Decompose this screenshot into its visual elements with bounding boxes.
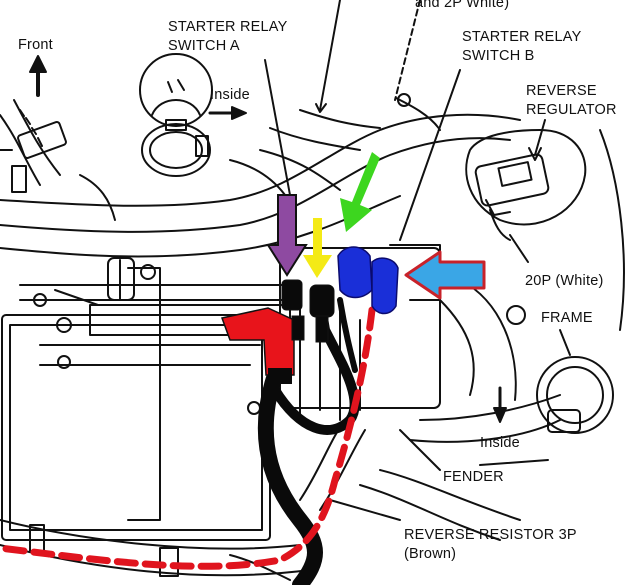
fender-label: FENDER bbox=[443, 469, 504, 485]
reverse-resistor-label-line1: REVERSE RESISTOR 3P bbox=[404, 527, 577, 543]
blue-arrow-icon bbox=[404, 250, 486, 300]
starter-relay-b-label-line2: SWITCH B bbox=[462, 48, 535, 64]
reverse-regulator-label-line2: REGULATOR bbox=[526, 102, 617, 118]
label-leaders bbox=[54, 59, 571, 521]
relay-black-terminals bbox=[281, 279, 335, 343]
frame-label: FRAME bbox=[541, 310, 593, 326]
red-battery-terminal bbox=[221, 307, 295, 384]
inside-bottom-label: Inside bbox=[480, 435, 520, 451]
yellow-arrow-icon bbox=[303, 218, 332, 278]
reverse-regulator bbox=[465, 129, 587, 241]
front-label: Front bbox=[18, 37, 53, 53]
reverse-regulator-label-line1: REVERSE bbox=[526, 83, 597, 99]
reverse-resistor-label-line2: (Brown) bbox=[404, 546, 457, 562]
top-partial-label: and 2P White) bbox=[415, 0, 510, 11]
purple-arrow-icon bbox=[266, 194, 308, 277]
blue-relay-connectors bbox=[337, 246, 399, 315]
green-arrow-icon bbox=[340, 152, 380, 232]
connector-20p-label: 20P (White) bbox=[525, 273, 604, 289]
front-arrow-icon bbox=[29, 55, 47, 97]
battery-box bbox=[1, 257, 291, 541]
inside-down-arrow-icon bbox=[493, 386, 507, 423]
starter-relay-a-label-line2: SWITCH A bbox=[168, 38, 240, 54]
left-harness bbox=[0, 99, 67, 193]
starter-relay-b-label-line1: STARTER RELAY bbox=[462, 29, 582, 45]
inside-top-label: Inside bbox=[210, 87, 250, 103]
red-dashed-wire bbox=[0, 306, 376, 570]
main-harness bbox=[0, 0, 521, 258]
inside-arrow-icon bbox=[208, 106, 247, 120]
clip-detail-icon bbox=[139, 53, 213, 177]
starter-relay-a-label-line1: STARTER RELAY bbox=[168, 19, 288, 35]
